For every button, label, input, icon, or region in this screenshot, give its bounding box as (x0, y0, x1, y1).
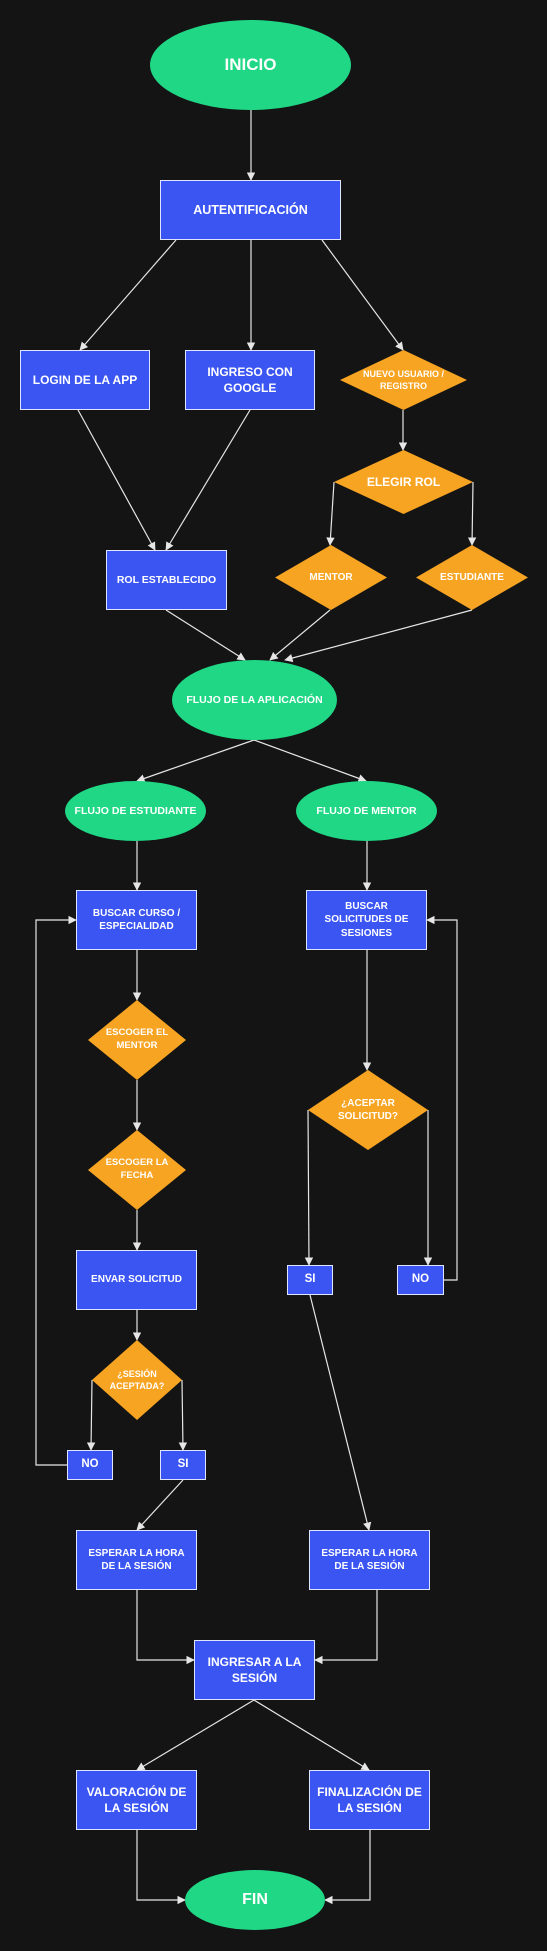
edge-auth-login (79, 239, 177, 351)
edge-student-app (284, 609, 473, 663)
decision-label: ESCOGER LA FECHA (105, 1157, 169, 1181)
edge-join-end (253, 1699, 370, 1771)
edge-role-app (165, 609, 246, 661)
decision-label: ESCOGER EL MENTOR (105, 1027, 169, 1051)
diamond-shape (88, 1130, 186, 1210)
student-yes-node: SI (160, 1450, 206, 1480)
diamond-shape (308, 1070, 428, 1150)
edge-choose-mentor (326, 481, 335, 546)
search-requests-node: BUSCAR SOLICITUDES DE SESIONES (306, 890, 427, 950)
google-login-node: INGRESO CON GOOGLE (185, 350, 315, 410)
diamond-shape (92, 1340, 182, 1420)
edge-join-rating (136, 1699, 255, 1771)
diamond-shape (340, 350, 467, 410)
edge-login-role (77, 409, 156, 551)
edge-google-role (165, 409, 251, 551)
edge-rating-fin (136, 1830, 186, 1905)
edge-app-mentor (253, 739, 367, 783)
diamond-shape (88, 1000, 186, 1080)
decision-label: ¿SESIÓN ACEPTADA? (109, 1368, 165, 1391)
edge-waitmentor-join (314, 1590, 378, 1665)
diamond-shape (416, 545, 528, 610)
accept-request-decision: ¿ACEPTAR SOLICITUD? (308, 1070, 428, 1150)
choose-date-decision: ESCOGER LA FECHA (88, 1130, 186, 1210)
app-flow-node: FLUJO DE LA APLICACIÓN (172, 660, 337, 740)
edge-accepted-yes (178, 1379, 188, 1451)
edge-si-wait (309, 1294, 372, 1531)
diamond-shape (275, 545, 387, 610)
mentor-role-decision: MENTOR (275, 545, 387, 610)
choose-role-decision: ELEGIR ROL (334, 450, 473, 514)
edge-yes-wait (136, 1479, 184, 1531)
decision-label: ¿ACEPTAR SOLICITUD? (338, 1097, 398, 1123)
decision-label: ELEGIR ROL (366, 474, 441, 489)
choose-mentor-decision: ESCOGER EL MENTOR (88, 1000, 186, 1080)
decision-label: ESTUDIANTE (440, 571, 504, 583)
mentor-no-node: NO (397, 1265, 444, 1295)
mentor-flow-node: FLUJO DE MENTOR (296, 781, 437, 841)
mentor-yes-node: SI (287, 1265, 333, 1295)
send-request-node: ENVAR SOLICITUD (76, 1250, 197, 1310)
edge-end-fin (324, 1830, 371, 1905)
session-accepted-decision: ¿SESIÓN ACEPTADA? (92, 1340, 182, 1420)
decision-label: MENTOR (309, 571, 353, 583)
student-flow-node: FLUJO DE ESTUDIANTE (65, 781, 206, 841)
diamond-shape (334, 450, 473, 514)
join-session-node: INGRESAR A LA SESIÓN (194, 1640, 315, 1700)
edge-no-loop (35, 915, 77, 1466)
session-end-node: FINALIZACIÓN DE LA SESIÓN (309, 1770, 430, 1830)
edge-mentor-app (269, 609, 331, 661)
edge-auth-newuser (321, 239, 404, 351)
end-node: FIN (185, 1870, 325, 1930)
search-course-node: BUSCAR CURSO / ESPECIALIDAD (76, 890, 197, 950)
new-user-decision: NUEVO USUARIO / REGISTRO (340, 350, 467, 410)
edge-waitstudent-join (136, 1590, 195, 1665)
authentication-node: AUTENTIFICACIÓN (160, 180, 341, 240)
rating-node: VALORACIÓN DE LA SESIÓN (76, 1770, 197, 1830)
mentor-wait-node: ESPERAR LA HORA DE LA SESIÓN (309, 1530, 430, 1590)
edge-choose-student (467, 481, 477, 546)
edge-mentorno-loop (426, 915, 458, 1281)
role-set-node: ROL ESTABLECIDO (106, 550, 227, 610)
edge-accepted-no (86, 1379, 96, 1451)
edge-app-student (136, 739, 255, 783)
student-wait-node: ESPERAR LA HORA DE LA SESIÓN (76, 1530, 197, 1590)
student-role-decision: ESTUDIANTE (416, 545, 528, 610)
student-no-node: NO (67, 1450, 113, 1480)
edge-accept-si (304, 1109, 314, 1266)
decision-label: NUEVO USUARIO / REGISTRO (362, 368, 444, 391)
start-node: INICIO (150, 20, 351, 110)
app-login-node: LOGIN DE LA APP (20, 350, 150, 410)
